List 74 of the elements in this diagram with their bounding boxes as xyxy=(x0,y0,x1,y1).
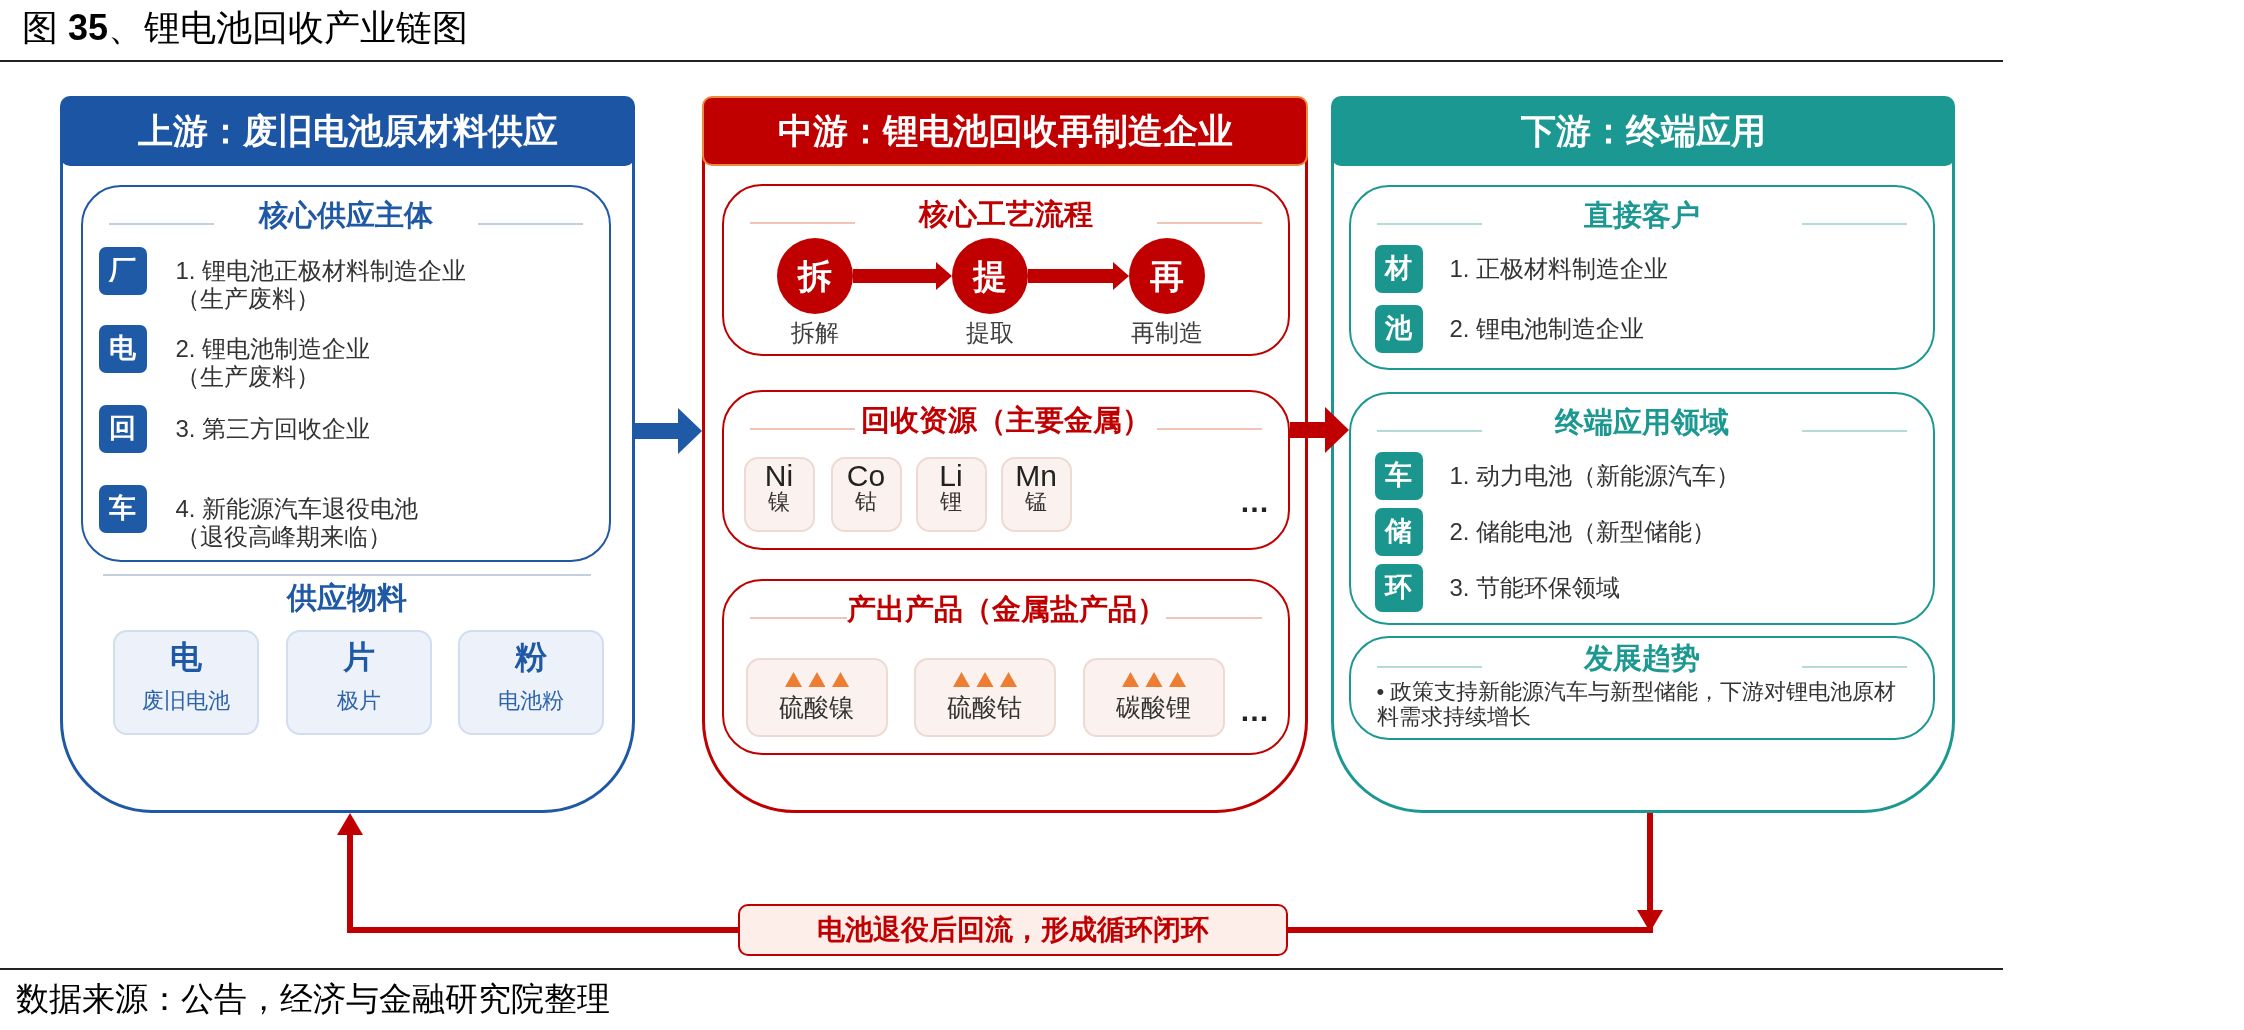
step-circle: 拆 xyxy=(776,237,853,314)
character-badge: 车 xyxy=(1374,451,1423,500)
character-badge: 厂 xyxy=(98,246,147,295)
item-text: 3. 节能环保领域 xyxy=(1449,573,1621,602)
character-badge: 环 xyxy=(1374,563,1423,612)
material-tile xyxy=(113,630,259,735)
item-text: 2. 锂电池制造企业（生产废料） xyxy=(175,334,372,391)
character-badge: 池 xyxy=(1374,304,1423,353)
character-badge: 回 xyxy=(98,404,147,453)
step-circle: 提 xyxy=(951,237,1028,314)
group-heading: 回收资源（主要金属） xyxy=(861,403,1151,438)
tile-heading: 电 xyxy=(170,637,202,677)
product-tile xyxy=(1082,657,1225,737)
group-heading: 核心供应主体 xyxy=(259,198,433,233)
character-badge: 电 xyxy=(98,324,147,373)
figure-title: 图 35、锂电池回收产业链图 xyxy=(22,6,469,50)
item-text: 3. 第三方回收企业 xyxy=(175,414,371,443)
product-name: 硫酸钴 xyxy=(947,691,1022,722)
step-circle: 再 xyxy=(1128,237,1205,314)
product-tile xyxy=(745,657,888,737)
panel-header: 中游：锂电池回收再制造企业 xyxy=(702,96,1308,166)
panel xyxy=(1331,96,1955,813)
element-tile xyxy=(830,456,902,532)
tile-label: 废旧电池 xyxy=(142,687,230,715)
element-tile xyxy=(915,456,987,532)
edge-label: 电池退役后回流，形成循环闭环 xyxy=(738,904,1288,956)
group-heading: 产出产品（金属盐产品） xyxy=(846,592,1166,627)
group-heading: 终端应用领域 xyxy=(1555,405,1729,440)
group-box xyxy=(722,579,1290,755)
group-box xyxy=(1349,636,1935,740)
element-tile xyxy=(743,456,815,532)
panel xyxy=(60,96,635,813)
character-badge: 材 xyxy=(1374,244,1423,293)
step-label: 再制造 xyxy=(1130,318,1203,347)
source-note: 数据来源：公告，经济与金融研究院整理 xyxy=(16,979,610,1019)
product-tile xyxy=(913,657,1056,737)
element-tile xyxy=(1000,456,1072,532)
item-text: 1. 锂电池正极材料制造企业（生产废料） xyxy=(175,256,468,313)
material-tile xyxy=(286,630,432,735)
step-label: 拆解 xyxy=(790,318,839,347)
character-badge: 车 xyxy=(98,484,147,533)
section-heading: 供应物料 xyxy=(287,580,407,616)
arrow xyxy=(1290,407,1349,453)
note-text: • 政策支持新能源汽车与新型储能，下游对锂电池原材料需求持续增长 xyxy=(1376,678,1898,729)
group-heading: 核心工艺流程 xyxy=(919,197,1093,232)
item-text: 2. 锂电池制造企业 xyxy=(1449,314,1645,343)
panel-header: 上游：废旧电池原材料供应 xyxy=(60,96,635,166)
step-label: 提取 xyxy=(965,318,1014,347)
item-text: 2. 储能电池（新型储能） xyxy=(1449,517,1717,546)
panel-header: 下游：终端应用 xyxy=(1331,96,1955,166)
ellipsis: … xyxy=(1239,692,1270,729)
arrow xyxy=(853,262,952,290)
group-box xyxy=(722,184,1290,356)
tile-heading: 粉 xyxy=(515,637,547,677)
group-box xyxy=(1349,185,1935,370)
arrow xyxy=(1028,262,1129,290)
product-name: 碳酸锂 xyxy=(1116,691,1191,722)
group-heading: 直接客户 xyxy=(1584,198,1700,233)
group-box xyxy=(1349,392,1935,625)
material-tile xyxy=(458,630,604,735)
arrow xyxy=(635,408,702,454)
group-box xyxy=(81,185,611,562)
group-box xyxy=(722,390,1290,550)
character-badge: 储 xyxy=(1374,507,1423,556)
tile-label: 电池粉 xyxy=(498,687,564,715)
item-text: 4. 新能源汽车退役电池（退役高峰期来临） xyxy=(175,494,420,551)
item-text: 1. 动力电池（新能源汽车） xyxy=(1449,461,1741,490)
panel xyxy=(702,96,1308,813)
product-name: 硫酸镍 xyxy=(779,691,854,722)
tile-heading: 片 xyxy=(343,637,375,677)
tile-label: 极片 xyxy=(337,687,381,715)
group-heading: 发展趋势 xyxy=(1584,641,1700,676)
ellipsis: … xyxy=(1239,483,1270,520)
item-text: 1. 正极材料制造企业 xyxy=(1449,254,1669,283)
